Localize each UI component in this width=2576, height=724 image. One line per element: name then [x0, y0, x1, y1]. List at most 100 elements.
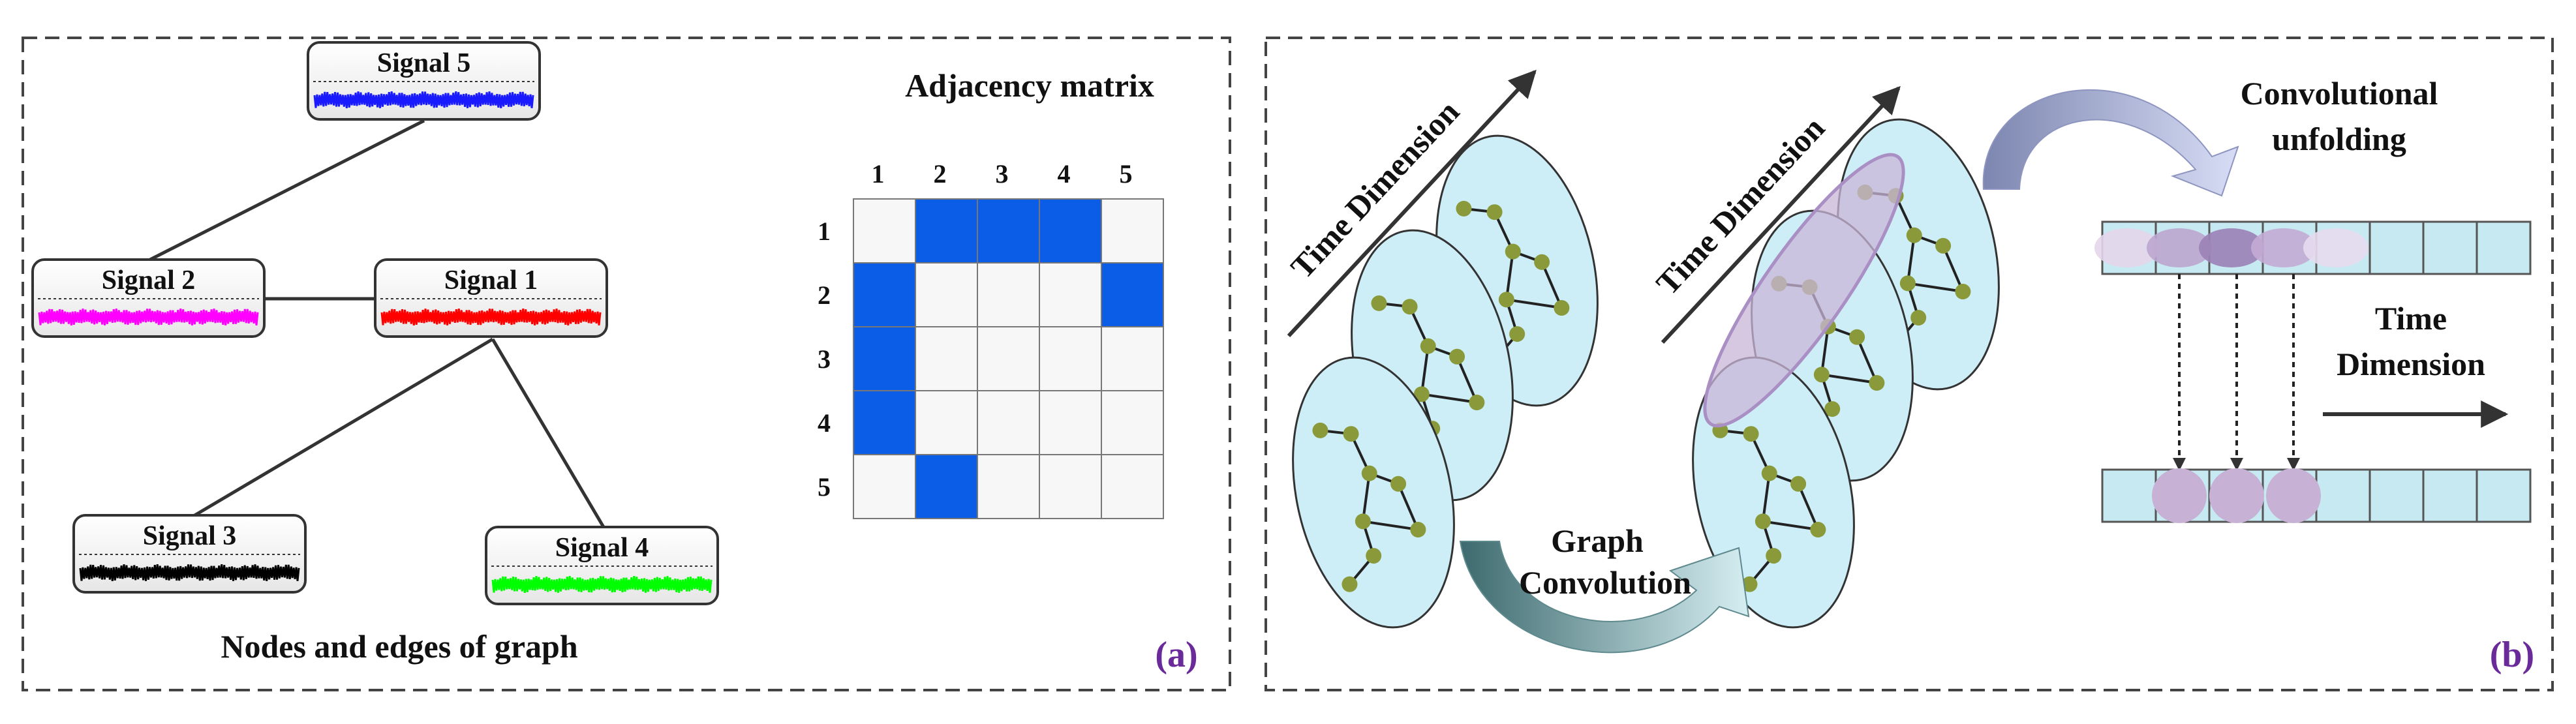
strip-cell [2315, 468, 2371, 523]
graph-node-dot [1509, 326, 1526, 342]
matrix-cell-3-2 [915, 326, 978, 391]
unfold-line1: Convolutional [2241, 75, 2438, 112]
graph-node-dot [1743, 426, 1759, 442]
matrix-cell-4-5 [1101, 390, 1164, 455]
matrix-cell-2-3 [977, 262, 1040, 327]
node-waveform [38, 308, 259, 326]
panel-a-label: (a) [1155, 635, 1197, 675]
matrix-col-label: 4 [1058, 159, 1071, 189]
graph-ellipse [1292, 356, 1455, 629]
matrix-row-label: 1 [818, 217, 831, 246]
graph-caption: Nodes and edges of graph [221, 628, 577, 665]
matrix-cell-3-3 [977, 326, 1040, 391]
output-circle-3 [2266, 468, 2321, 523]
edge-1-4 [491, 338, 606, 528]
matrix-cell-5-5 [1101, 454, 1164, 519]
graph-conv-line2: Convolution [1519, 564, 1691, 601]
graph-node-dot [1342, 576, 1358, 592]
node-label: Signal 5 [377, 48, 471, 78]
matrix-row-label: 4 [818, 408, 831, 438]
time-arrow-1 [1287, 69, 1537, 338]
matrix-cell-2-5 [1101, 262, 1164, 327]
graph-node-dot [1312, 422, 1328, 438]
graph-node-dot [1366, 548, 1382, 564]
unfold-blob-5 [2303, 228, 2369, 267]
unfold-blob-2 [2147, 228, 2212, 267]
matrix-cell-1-1 [853, 198, 916, 264]
strip-cell [2422, 220, 2478, 275]
matrix-cell-1-5 [1101, 198, 1164, 264]
strip-cell [2476, 468, 2532, 523]
matrix-cell-1-3 [977, 198, 1040, 264]
matrix-cell-4-2 [915, 390, 978, 455]
node-waveform [491, 575, 713, 594]
graph-node-dot [1449, 348, 1465, 365]
graph-node-dot [1420, 338, 1436, 354]
graph-node-dot [1813, 367, 1830, 383]
graph-edge [1821, 373, 1877, 385]
matrix-cell-5-4 [1039, 454, 1102, 519]
strip-cell [2369, 468, 2425, 523]
matrix-col-label: 1 [872, 159, 885, 189]
strip-cell [2476, 220, 2532, 275]
graph-node-dot [1849, 329, 1865, 345]
matrix-cell-5-3 [977, 454, 1040, 519]
graph-node-dot [1410, 522, 1426, 538]
graph-edge [1421, 393, 1477, 404]
matrix-cell-3-4 [1039, 326, 1102, 391]
node-label: Signal 4 [555, 533, 649, 563]
unfold-blob-4 [2251, 228, 2316, 267]
matrix-row-label: 2 [818, 280, 831, 310]
edge-5-2 [149, 119, 425, 262]
graph-edge [1761, 473, 1771, 522]
graph-edge [1506, 298, 1562, 310]
graph-convolution-arrow [1459, 541, 1750, 654]
time-dim-line2: Dimension [2337, 346, 2485, 382]
time-arrow-2 [1661, 85, 1901, 344]
time-dim-line1: Time [2375, 300, 2447, 337]
matrix-col-label: 2 [934, 159, 947, 189]
graph-node-dot [1766, 548, 1782, 564]
unfolding-dotted-arrows [2173, 274, 2300, 471]
graph-node-dot [1534, 254, 1550, 270]
graph-node-dot [1390, 475, 1407, 492]
matrix-cell-4-4 [1039, 390, 1102, 455]
matrix-cell-4-1 [853, 390, 916, 455]
graph-node-dot [1486, 204, 1503, 220]
graph-edges [149, 119, 606, 528]
convolution-highlight-ellipse [1703, 153, 1905, 428]
graph-node-dot [1371, 295, 1387, 311]
node-signal-2: Signal 2 [31, 258, 266, 338]
graph-node-dot [1413, 386, 1430, 402]
graph-node-dot [1456, 200, 1472, 217]
node-label: Signal 2 [102, 265, 196, 295]
matrix-row-label: 5 [818, 472, 831, 502]
graph-edge [1361, 473, 1371, 522]
graph-nodes: Signal 5 Signal 2 Signal 1 Signal 3 Signal 4 [31, 41, 719, 605]
matrix-cell-4-3 [977, 390, 1040, 455]
node-signal-1: Signal 1 [374, 258, 608, 338]
convolutional-unfolding-arrow [1982, 89, 2239, 197]
graph-node-dot [1935, 237, 1952, 254]
strip-cell [2369, 220, 2425, 275]
graph-node-dot [1361, 465, 1377, 481]
graph-node-dot [1824, 401, 1841, 417]
graph-edge [1541, 262, 1563, 309]
unfold-line2: unfolding [2272, 121, 2406, 157]
matrix-cell-3-1 [853, 326, 916, 391]
unfolding-blobs [2094, 228, 2369, 267]
matrix-cell-1-4 [1039, 198, 1102, 264]
graph-node-dot [1402, 299, 1418, 315]
matrix-cell-3-5 [1101, 326, 1164, 391]
graph-edge [1797, 483, 1820, 530]
graph-node-dot [1469, 395, 1485, 411]
edge-1-3 [188, 337, 494, 520]
node-label: Signal 3 [143, 521, 237, 551]
output-circle-1 [2152, 468, 2207, 523]
graph-ellipse-left-front [1292, 356, 1455, 629]
node-waveform [79, 564, 300, 582]
panel-b-frame [1265, 37, 2554, 691]
graph-edge [1505, 251, 1514, 300]
graph-node-dot [1906, 227, 1922, 243]
